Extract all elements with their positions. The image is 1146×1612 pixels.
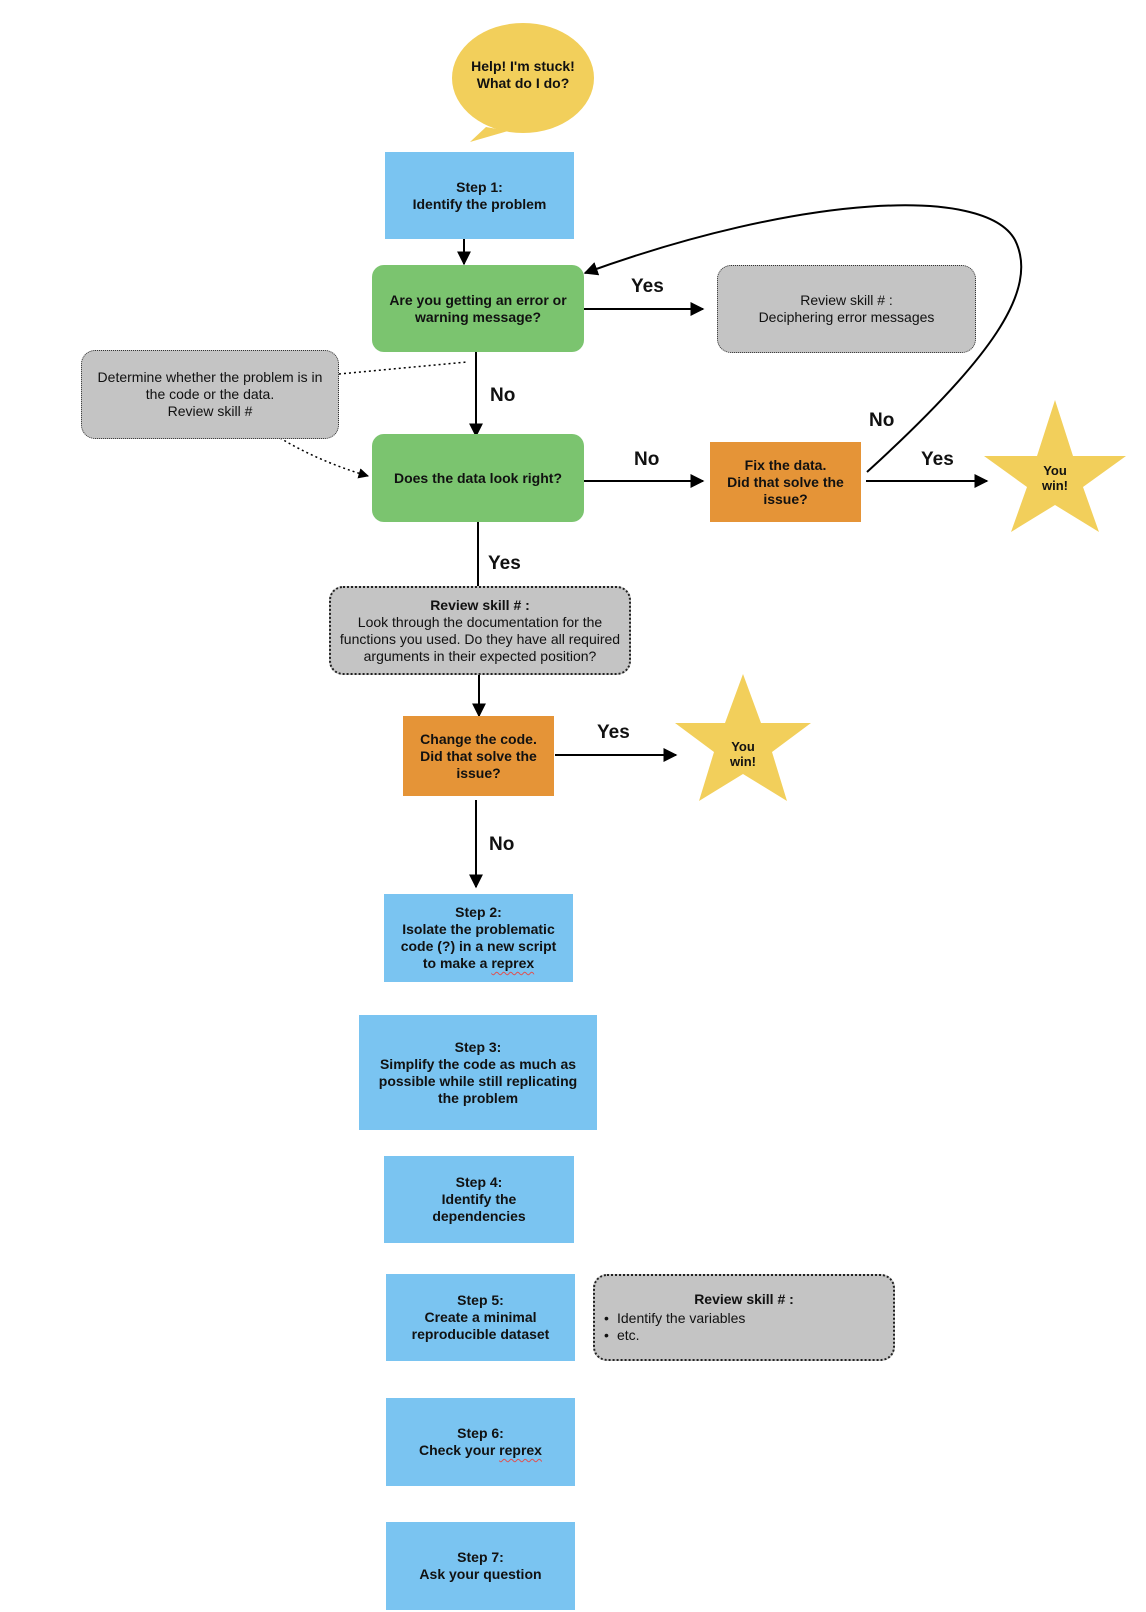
win-1-line-2: win! xyxy=(1042,478,1068,493)
review-docs-line-3: arguments in their expected position? xyxy=(363,647,597,664)
step5-line-3: reproducible dataset xyxy=(411,1326,550,1342)
step6-line-2: Check your reprex xyxy=(419,1442,542,1459)
decision-error-box: Are you getting an error or warning mess… xyxy=(372,265,584,352)
dotted-link-to-error xyxy=(338,361,468,375)
review-code-data-line-1: Determine whether the problem is in xyxy=(97,369,323,385)
review-code-data-line-2: the code or the data. xyxy=(145,386,275,402)
step2-line-2: Isolate the problematic xyxy=(402,921,555,937)
review-minimal-box: Review skill # : Identify the variables … xyxy=(593,1274,895,1361)
win-2-line-2: win! xyxy=(730,754,756,769)
step3-box: Step 3: Simplify the code as much as pos… xyxy=(359,1015,597,1130)
step3-line-4: the problem xyxy=(437,1089,519,1106)
step4-line-2: Identify the xyxy=(441,1191,517,1207)
speech-bubble xyxy=(452,23,594,142)
review-docs-box: Review skill # : Look through the docume… xyxy=(329,586,631,675)
change-code-line-2: Did that solve the xyxy=(420,747,537,764)
decision-error-line-2: warning message? xyxy=(414,308,542,325)
step2-line-4a: to make a xyxy=(422,955,492,971)
label-yes-data: Yes xyxy=(488,553,521,574)
label-no-loop: No xyxy=(869,410,895,431)
fix-data-line-3: issue? xyxy=(763,490,808,507)
review-minimal-list: Identify the variables etc. xyxy=(595,1310,893,1344)
decision-data-text: Does the data look right? xyxy=(393,469,562,486)
label-no-change: No xyxy=(489,834,515,855)
change-code-line-1: Change the code. xyxy=(420,730,537,747)
change-code-box: Change the code. Did that solve the issu… xyxy=(403,716,554,796)
fix-data-box: Fix the data. Did that solve the issue? xyxy=(710,442,861,522)
label-no-error: No xyxy=(490,385,516,406)
arrow-fix-no-loop xyxy=(583,204,1023,473)
step2-title: Step 2: xyxy=(455,904,502,920)
step1-text: Identify the problem xyxy=(412,195,547,212)
step1-box: Step 1: Identify the problem xyxy=(385,152,574,239)
review-code-data-line-3: Review skill # xyxy=(167,403,253,419)
review-docs-title: Review skill # : xyxy=(430,596,530,613)
step2-line-4: to make a reprex xyxy=(423,955,534,972)
review-minimal-title: Review skill # : xyxy=(694,1291,794,1307)
win-2-line-1: You xyxy=(731,739,755,754)
win-1-text: You win! xyxy=(1025,458,1085,498)
step1-title: Step 1: xyxy=(456,178,503,195)
step3-line-2: Simplify the code as much as xyxy=(379,1055,577,1072)
step6-reprex: reprex xyxy=(499,1442,542,1458)
bubble-line-1: Help! I'm stuck! xyxy=(471,58,575,74)
step6-line-2a: Check your xyxy=(419,1442,500,1458)
review-error-text: Deciphering error messages xyxy=(758,309,935,325)
label-yes-error: Yes xyxy=(631,276,664,297)
step5-line-2: Create a minimal xyxy=(424,1309,537,1325)
review-minimal-item-1: Identify the variables xyxy=(595,1310,893,1327)
review-docs-line-1: Look through the documentation for the xyxy=(357,613,603,630)
step4-box: Step 4: Identify the dependencies xyxy=(384,1156,574,1243)
dotted-link-to-data xyxy=(279,437,370,479)
step7-box: Step 7: Ask your question xyxy=(386,1522,575,1610)
label-yes-fix: Yes xyxy=(921,449,954,470)
label-no-data: No xyxy=(634,449,660,470)
star-win-1 xyxy=(984,400,1126,532)
fix-data-line-2: Did that solve the xyxy=(727,473,844,490)
review-minimal-item-2: etc. xyxy=(595,1327,893,1344)
step5-title: Step 5: xyxy=(457,1292,504,1308)
win-2-text: You win! xyxy=(713,734,773,774)
review-docs-line-2: functions you used. Do they have all req… xyxy=(339,630,621,647)
star-win-2 xyxy=(675,674,811,801)
step3-line-3: possible while still replicating xyxy=(378,1072,578,1089)
bubble-text: Help! I'm stuck! What do I do? xyxy=(455,58,591,92)
step6-box: Step 6: Check your reprex xyxy=(386,1398,575,1486)
step4-title: Step 4: xyxy=(455,1174,503,1190)
step7-title: Step 7: xyxy=(457,1549,504,1565)
step7-text: Ask your question xyxy=(419,1566,542,1582)
win-1-line-1: You xyxy=(1043,463,1067,478)
fix-data-line-1: Fix the data. xyxy=(744,456,827,473)
label-yes-change: Yes xyxy=(597,722,630,743)
change-code-line-3: issue? xyxy=(456,764,501,781)
decision-error-line-1: Are you getting an error or xyxy=(389,291,567,308)
step4-line-3: dependencies xyxy=(432,1208,526,1224)
step2-box: Step 2: Isolate the problematic code (?)… xyxy=(384,894,573,982)
step6-title: Step 6: xyxy=(457,1425,504,1441)
bubble-line-2: What do I do? xyxy=(476,75,570,91)
review-error-title: Review skill # : xyxy=(800,292,893,308)
step2-reprex: reprex xyxy=(491,955,535,971)
decision-data-box: Does the data look right? xyxy=(372,434,584,522)
step2-line-3: code (?) in a new script xyxy=(400,938,557,954)
review-code-data-box: Determine whether the problem is in the … xyxy=(81,350,339,439)
step5-box: Step 5: Create a minimal reproducible da… xyxy=(386,1274,575,1361)
review-error-box: Review skill # : Deciphering error messa… xyxy=(717,265,976,353)
step3-title: Step 3: xyxy=(454,1038,502,1055)
